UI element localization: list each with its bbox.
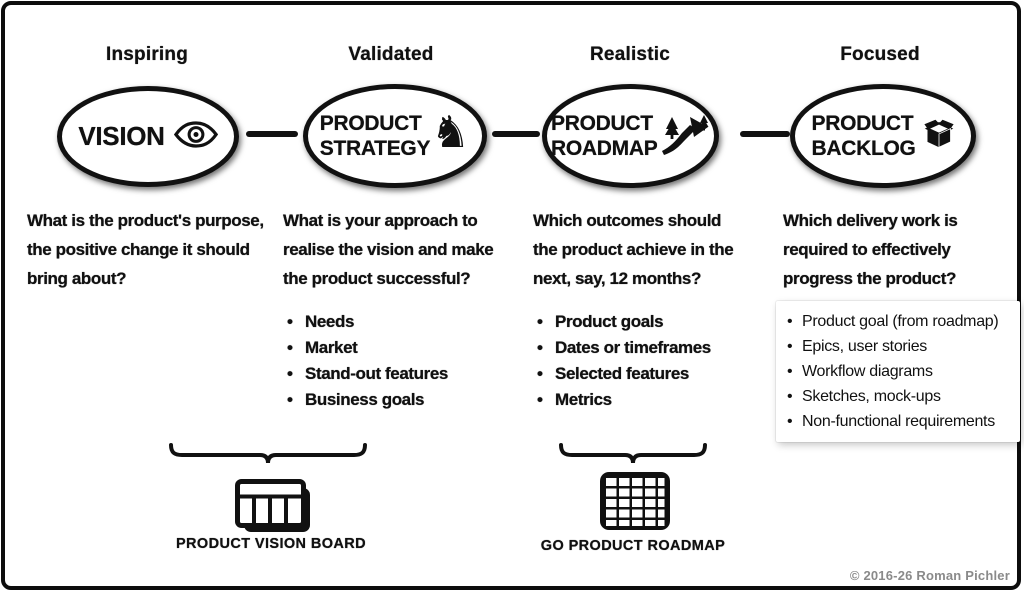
product-roadmap-ellipse: PRODUCT ROADMAP [542,84,719,188]
eye-icon [173,120,218,153]
backlog-highlight-panel: Product goal (from roadmap) Epics, user … [776,301,1020,442]
list-item: Business goals [283,387,448,413]
vision-title: VISION [78,120,165,151]
strategy-bullet-list: Needs Market Stand-out features Business… [283,309,448,413]
backlog-question: Which delivery work is required to effec… [783,211,958,288]
list-item: Non-functional requirements [782,409,1016,434]
connector-line-1 [246,131,298,137]
go-roadmap-brace [558,442,708,471]
product-strategy-ellipse: PRODUCT STRATEGY ♞ [303,84,487,188]
quality-label-inspiring: Inspiring [105,44,189,65]
connector-line-3 [740,131,790,137]
connector-line-2 [492,131,540,137]
list-item: Selected features [533,361,711,387]
vision-board-icon [233,477,315,540]
backlog-bullet-list: Product goal (from roadmap) Epics, user … [782,309,1016,434]
quality-label-validated: Validated [348,44,434,65]
vision-board-label: PRODUCT VISION BOARD [175,536,367,552]
quality-label-realistic: Realistic [590,44,670,65]
strategy-question: What is your approach to realise the vis… [283,211,494,288]
package-box-icon [923,118,955,154]
vision-ellipse: VISION [57,86,239,187]
list-item: Metrics [533,387,711,413]
roadmap-grid-icon [598,470,674,539]
vision-board-brace [168,442,368,471]
list-item: Workflow diagrams [782,359,1016,384]
product-roadmap-title: PRODUCT ROADMAP [551,111,658,160]
list-item: Market [283,335,448,361]
list-item: Epics, user stories [782,334,1016,359]
list-item: Product goal (from roadmap) [782,309,1016,334]
product-strategy-title: PRODUCT STRATEGY [319,111,431,160]
chess-knight-icon: ♞ [430,107,471,158]
list-item: Dates or timeframes [533,335,711,361]
quality-label-focused: Focused [840,44,920,65]
list-item: Needs [283,309,448,335]
vision-question: What is the product's purpose, the posit… [27,211,264,288]
roadmap-question: Which outcomes should the product achiev… [533,211,734,288]
list-item: Sketches, mock-ups [782,384,1016,409]
list-item: Product goals [533,309,711,335]
roadmap-bullet-list: Product goals Dates or timeframes Select… [533,309,711,413]
product-backlog-ellipse: PRODUCT BACKLOG [790,84,976,188]
product-backlog-title: PRODUCT BACKLOG [811,111,916,160]
winding-road-icon [662,111,710,162]
list-item: Stand-out features [283,361,448,387]
copyright-notice: © 2016-26 Roman Pichler [849,568,1010,583]
go-roadmap-label: GO PRODUCT ROADMAP [540,538,726,554]
